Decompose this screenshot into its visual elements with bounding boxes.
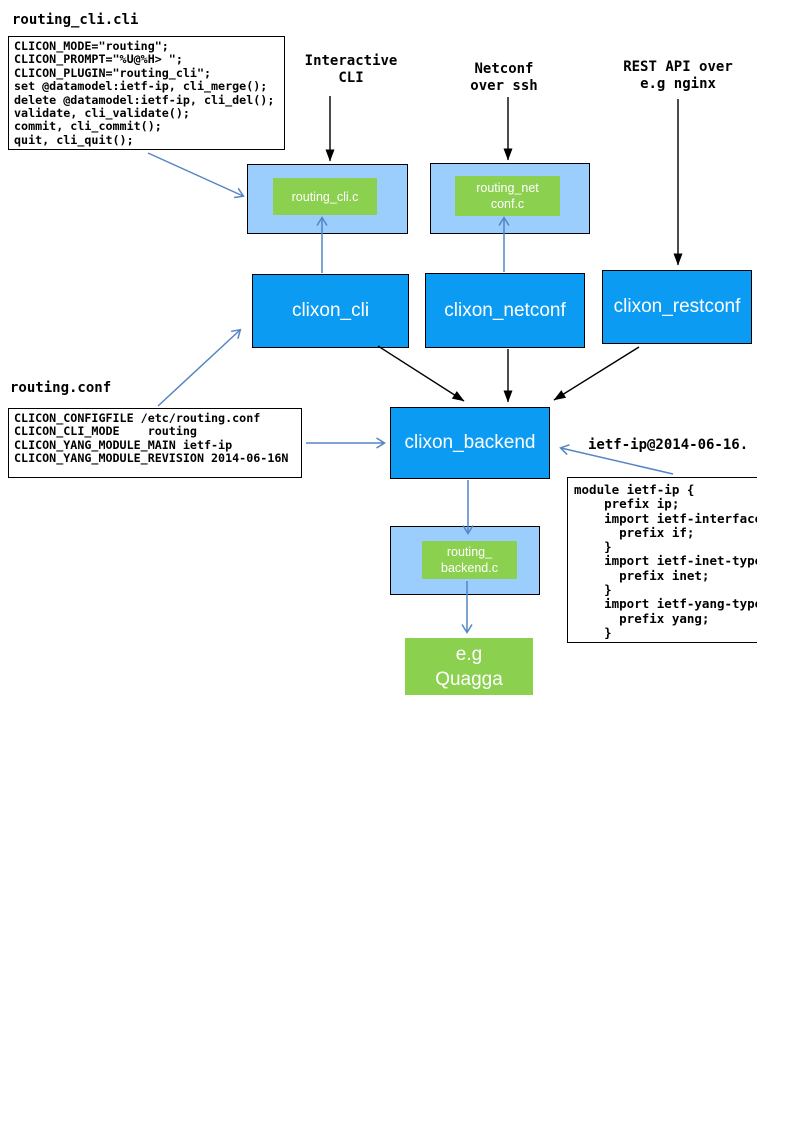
arrow-clixon-restconf-to-backend [553, 346, 640, 401]
node-clixon-netconf: clixon_netconf [425, 273, 585, 348]
file-title-routing-conf: routing.conf [10, 380, 112, 396]
node-clixon-cli: clixon_cli [252, 274, 409, 348]
node-clixon-backend: clixon_backend [390, 407, 550, 479]
arrow-routing-conf-to-clixon-cli [157, 328, 242, 407]
node-clixon-restconf: clixon_restconf [602, 270, 752, 344]
code-block-yang-module: module ietf-ip { prefix ip; import ietf-… [567, 477, 757, 643]
annotation-interactive-cli: Interactive CLI [304, 53, 398, 86]
arrow-routing-cli-code-to-plugin [147, 152, 245, 199]
arrow-clixon-cli-to-backend [377, 345, 465, 402]
label-yang-module-file: ietf-ip@2014-06-16. [588, 437, 749, 453]
node-routing-backend-c: routing_ backend.c [422, 541, 517, 579]
annotation-rest-api: REST API over e.g nginx [623, 59, 733, 92]
node-routing-netconf-c: routing_net conf.c [455, 176, 560, 216]
node-routing-cli-c: routing_cli.c [273, 178, 377, 215]
file-title-routing-cli: routing_cli.cli [12, 12, 139, 28]
code-block-routing-cli: CLICON_MODE="routing"; CLICON_PROMPT="%U… [8, 36, 285, 150]
annotation-netconf-over-ssh: Netconf over ssh [470, 61, 538, 94]
node-quagga: e.g Quagga [405, 638, 533, 695]
code-block-routing-conf: CLICON_CONFIGFILE /etc/routing.conf CLIC… [8, 408, 302, 478]
